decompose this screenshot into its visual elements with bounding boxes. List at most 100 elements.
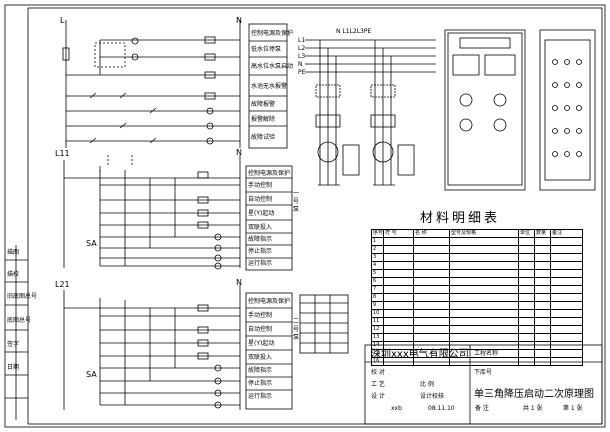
date-value: 08.11.10: [428, 405, 455, 412]
side-label-trace-check: 描校: [7, 271, 20, 278]
bom-cell: [550, 293, 583, 302]
bom-cell: [550, 301, 583, 310]
bus-label-l3: L3: [298, 53, 306, 60]
drawing-number-label: 下库号: [474, 369, 493, 376]
bom-cell: [534, 285, 551, 294]
mid-indicator-column: [245, 165, 293, 271]
bom-row: 2: [371, 245, 583, 254]
supply-label: N L1L2L3PE: [336, 28, 372, 35]
drawing-title: 单三角降压启动二次原理图: [474, 389, 594, 400]
bom-cell: [518, 237, 535, 246]
bom-cell: [413, 325, 450, 334]
top-indicator-column: [248, 23, 288, 149]
bom-cell: [449, 285, 519, 294]
bom-cell: [413, 301, 450, 310]
bom-cell: [413, 245, 450, 254]
bom-cell: [449, 317, 519, 326]
side-label-signature: 签字: [7, 341, 20, 348]
bom-cell: 9: [371, 301, 384, 310]
bom-cell: [534, 245, 551, 254]
bom-cell: [550, 341, 583, 350]
bom-cell: [534, 301, 551, 310]
bom-cell: [413, 293, 450, 302]
bom-row: 8: [371, 293, 583, 302]
bus-label-pe: PE: [298, 69, 306, 76]
bom-cell: 5: [371, 269, 384, 278]
fuse-fu1: [62, 47, 70, 61]
bom-cell: 备注: [550, 229, 583, 238]
top-indicator-1: 低水位停泵: [251, 46, 282, 53]
bottom-indicator-5: 故障指示: [248, 367, 273, 374]
bom-cell: [534, 261, 551, 270]
bom-row: 10: [371, 309, 583, 318]
bom-cell: [534, 325, 551, 334]
scale-label: 比 例: [420, 381, 434, 388]
line-label-l11: L11: [55, 149, 70, 158]
project-label: 工程名称: [474, 350, 499, 357]
bom-cell: [518, 269, 535, 278]
process-label: 工 艺: [371, 381, 385, 388]
bom-cell: [534, 333, 551, 342]
bom-cell: 11: [371, 317, 384, 326]
bom-cell: [534, 237, 551, 246]
bom-cell: [413, 285, 450, 294]
bom-cell: [383, 277, 414, 286]
bom-cell: [550, 309, 583, 318]
bom-cell: [550, 261, 583, 270]
bom-cell: [449, 253, 519, 262]
bus-label-n: N: [298, 61, 303, 68]
bom-cell: [550, 269, 583, 278]
top-indicator-0: 控制电源及保护: [251, 30, 294, 37]
bom-cell: 10: [371, 309, 384, 318]
bom-cell: [449, 269, 519, 278]
bom-row: 6: [371, 277, 583, 286]
bom-row: 3: [371, 253, 583, 262]
mid-indicator-3: 星(Y)起动: [248, 210, 275, 217]
bom-cell: 13: [371, 333, 384, 342]
bom-cell: [534, 277, 551, 286]
bom-cell: [518, 293, 535, 302]
bom-cell: 数量: [534, 229, 551, 238]
inner-border: [27, 7, 603, 425]
bom-cell: [449, 277, 519, 286]
bom-cell: [413, 269, 450, 278]
side-label-drawing: 描图: [7, 249, 20, 256]
bom-cell: [449, 293, 519, 302]
bom-cell: [518, 325, 535, 334]
bom-cell: [383, 285, 414, 294]
bottom-pump-side-label: 二号泵: [293, 318, 300, 341]
bom-cell: [518, 309, 535, 318]
bom-cell: [550, 357, 583, 366]
bom-cell: [534, 309, 551, 318]
sa-label-mid: SA: [86, 239, 97, 248]
check-label: 校 对: [371, 369, 385, 376]
top-indicator-2: 高水位水泵启动: [251, 63, 294, 70]
bom-cell: [413, 237, 450, 246]
bottom-indicator-3: 星(Y)起动: [248, 340, 275, 347]
mid-indicator-0: 控制电源及保护: [248, 170, 291, 177]
page-total: 共 1 张: [523, 405, 543, 412]
design-review-label: 设计校核: [420, 393, 445, 400]
bom-cell: [534, 317, 551, 326]
bom-cell: [413, 277, 450, 286]
line-label-n-mid: N: [236, 148, 242, 157]
bom-cell: [383, 325, 414, 334]
bom-header-row: 序号符 号名 称型号及规格单位数量备注: [371, 229, 583, 238]
bom-cell: [550, 325, 583, 334]
bom-cell: [518, 261, 535, 270]
bom-cell: [383, 253, 414, 262]
bom-cell: 序号: [371, 229, 384, 238]
bus-label-l2: L2: [298, 45, 306, 52]
bom-cell: [449, 301, 519, 310]
mid-indicator-5: 故障指示: [248, 236, 273, 243]
bom-row: 12: [371, 325, 583, 334]
bottom-indicator-column: [245, 292, 293, 410]
drawing-border: [4, 4, 606, 428]
bom-cell: 1: [371, 237, 384, 246]
bom-cell: [383, 269, 414, 278]
mid-indicator-1: 手动控制: [248, 182, 273, 189]
bom-cell: [550, 333, 583, 342]
bom-cell: [518, 245, 535, 254]
